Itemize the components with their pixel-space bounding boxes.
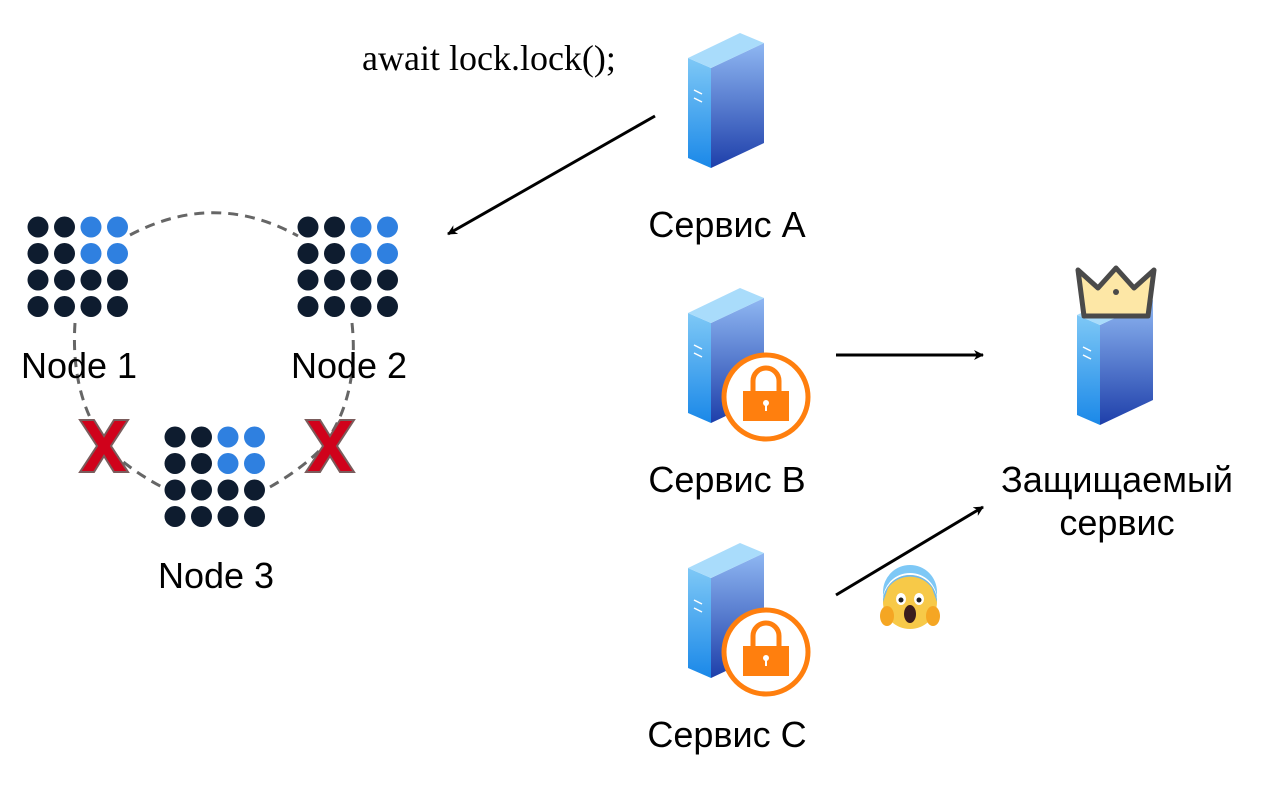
service-c-label: Сервис C [647,714,806,755]
node-dot [107,269,128,291]
lock-icon [721,352,811,442]
protected-service-label-line1: Защищаемый [1001,459,1233,500]
node-dot [350,243,372,264]
node-dot [297,296,319,317]
node-3-label: Node 3 [158,555,274,596]
code-caption: await lock.lock(); [362,38,616,78]
node-dot [324,243,345,264]
node-dot [377,269,398,291]
node-dot [80,243,102,264]
node-dot [377,296,398,317]
node-dot [164,453,186,474]
node-dot [297,243,319,264]
node-dot [217,479,239,501]
node-dot [297,269,319,291]
node-dot [217,453,239,474]
arrow-service-a-to-cluster [447,114,656,236]
node-dot [191,426,212,448]
node-dot [217,426,239,448]
node-dot [54,243,75,264]
protected-service-label-line2: сервис [1059,502,1174,543]
node-dot [164,479,186,501]
node-dot [54,269,75,291]
broken-link-cross-icon [78,419,130,473]
node-1 [27,216,128,317]
node-dot [107,216,128,238]
lock-icon [721,607,811,697]
node-2 [297,216,398,317]
broken-link-cross-icon [304,419,356,473]
node-dot [54,216,75,238]
node-dot [324,216,345,238]
node-dot [80,216,102,238]
node-dot [80,296,102,317]
node-dot [324,269,345,291]
node-dot [107,243,128,264]
node-dot [54,296,75,317]
node-dot [244,453,265,474]
node-dot [164,426,186,448]
node-3 [164,426,265,527]
node-dot [377,243,398,264]
node-dot [350,216,372,238]
node-dot [297,216,319,238]
node-dot [27,243,49,264]
node-dot [244,479,265,501]
node-dot [107,296,128,317]
node-dot [27,296,49,317]
node-dot [350,269,372,291]
node-dot [191,453,212,474]
node-dot [80,269,102,291]
node-dot [27,269,49,291]
node-dot [377,216,398,238]
node-dot [191,506,212,527]
crown-icon [1075,265,1157,319]
service-a-label: Сервис A [648,204,805,245]
node-dot [324,296,345,317]
node-dot [244,426,265,448]
node-dot [164,506,186,527]
node-dot [217,506,239,527]
arrow-service-c-to-protected [835,505,984,597]
node-dot [191,479,212,501]
screaming-face-icon [880,565,940,629]
node-1-label: Node 1 [21,345,137,386]
service-a-server-icon [688,33,764,168]
service-b-label: Сервис B [648,459,805,500]
node-dot [350,296,372,317]
node-2-label: Node 2 [291,345,407,386]
node-dot [244,506,265,527]
node-dot [27,216,49,238]
